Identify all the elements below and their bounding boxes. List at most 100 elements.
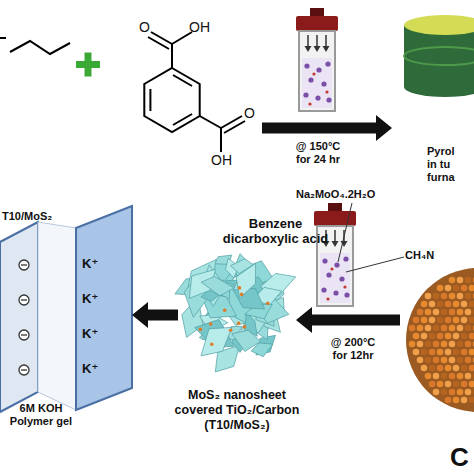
particle	[457, 357, 464, 364]
particle	[469, 301, 474, 308]
particle	[473, 357, 474, 364]
particle	[417, 309, 424, 316]
particle	[461, 349, 468, 356]
nanosheet	[233, 288, 264, 309]
particle	[437, 301, 444, 308]
benzene-ring	[144, 32, 245, 152]
particle	[240, 293, 244, 297]
process-arrow	[262, 115, 392, 141]
particle	[209, 322, 213, 326]
process-arrow	[296, 307, 400, 333]
particle	[449, 309, 456, 316]
particle	[421, 301, 428, 308]
particle	[453, 333, 460, 340]
particle	[449, 293, 456, 300]
chem-label: O	[139, 19, 150, 36]
particle	[429, 317, 436, 324]
particle	[237, 322, 241, 326]
particle	[266, 301, 270, 305]
particle	[461, 317, 468, 324]
particle	[445, 349, 452, 356]
particle	[473, 325, 474, 332]
particle	[429, 301, 436, 308]
particle	[469, 397, 474, 404]
particle	[429, 381, 436, 388]
nanosheet	[201, 277, 234, 296]
stage-illustration: MoS₂ nanosheet covered TiO₂/Carbon (T10/…	[178, 245, 296, 440]
particle	[441, 293, 448, 300]
stage-illustration: T10/MoS₂6M KOH Polymer gel	[0, 212, 132, 440]
particle	[441, 357, 448, 364]
particle	[449, 277, 456, 284]
particle	[417, 341, 424, 348]
plus-sign	[76, 53, 100, 77]
reagent-label: CH₄N	[405, 249, 434, 262]
reagent-label: Na₂MoO₄.2H₂O	[296, 188, 375, 201]
particle	[421, 317, 428, 324]
particle	[409, 341, 416, 348]
particle	[425, 357, 432, 364]
particle	[441, 373, 448, 380]
nanosheet	[201, 327, 232, 356]
particle	[453, 317, 460, 324]
particle	[469, 285, 474, 292]
particle	[453, 365, 460, 372]
particle	[457, 325, 464, 332]
particle	[457, 277, 464, 284]
particle	[441, 341, 448, 348]
particle	[461, 397, 468, 404]
particle	[453, 349, 460, 356]
stage-illustration: Pyrol in tu furna	[392, 0, 474, 195]
particle	[433, 325, 440, 332]
particle	[413, 349, 420, 356]
stage-label: Pyrol in tu furna	[427, 145, 467, 184]
particle	[461, 365, 468, 372]
particle	[457, 373, 464, 380]
pyrolysis-product	[404, 15, 474, 97]
particle	[445, 301, 452, 308]
ion-label: K⁺	[82, 291, 98, 306]
particle	[210, 343, 214, 347]
supercapacitor-device	[0, 206, 132, 412]
nanosheet	[232, 330, 261, 351]
particle	[457, 293, 464, 300]
stage-label: T10/MoS₂	[2, 210, 52, 223]
ion-label: K⁺	[82, 361, 98, 376]
particle	[199, 328, 203, 332]
particle	[449, 325, 456, 332]
condition-label: @ 200°C for 12hr	[322, 336, 384, 362]
particle	[473, 341, 474, 348]
particle	[461, 333, 468, 340]
particle	[461, 301, 468, 308]
particle	[469, 333, 474, 340]
particle	[429, 349, 436, 356]
ion-label: K⁺	[82, 326, 98, 341]
particle	[413, 333, 420, 340]
chem-label: OH	[189, 19, 210, 36]
particle	[437, 381, 444, 388]
particle	[445, 333, 452, 340]
particle	[413, 317, 420, 324]
particle	[421, 365, 428, 372]
particle	[421, 333, 428, 340]
particle	[473, 373, 474, 380]
particle	[437, 317, 444, 324]
particle	[425, 373, 432, 380]
particle	[441, 309, 448, 316]
particle	[421, 349, 428, 356]
particle	[445, 317, 452, 324]
particle	[449, 341, 456, 348]
particle	[433, 341, 440, 348]
condition-label: @ 150°C for 24 hr	[287, 140, 349, 166]
particle	[465, 357, 472, 364]
particle	[229, 328, 233, 332]
stage-illustration: Benzene dicarboxylic acid	[100, 0, 262, 258]
particle	[469, 381, 474, 388]
sphere-body	[406, 268, 474, 412]
particle	[425, 325, 432, 332]
particle	[437, 365, 444, 372]
particle	[417, 325, 424, 332]
particle	[223, 308, 227, 312]
particle	[433, 357, 440, 364]
